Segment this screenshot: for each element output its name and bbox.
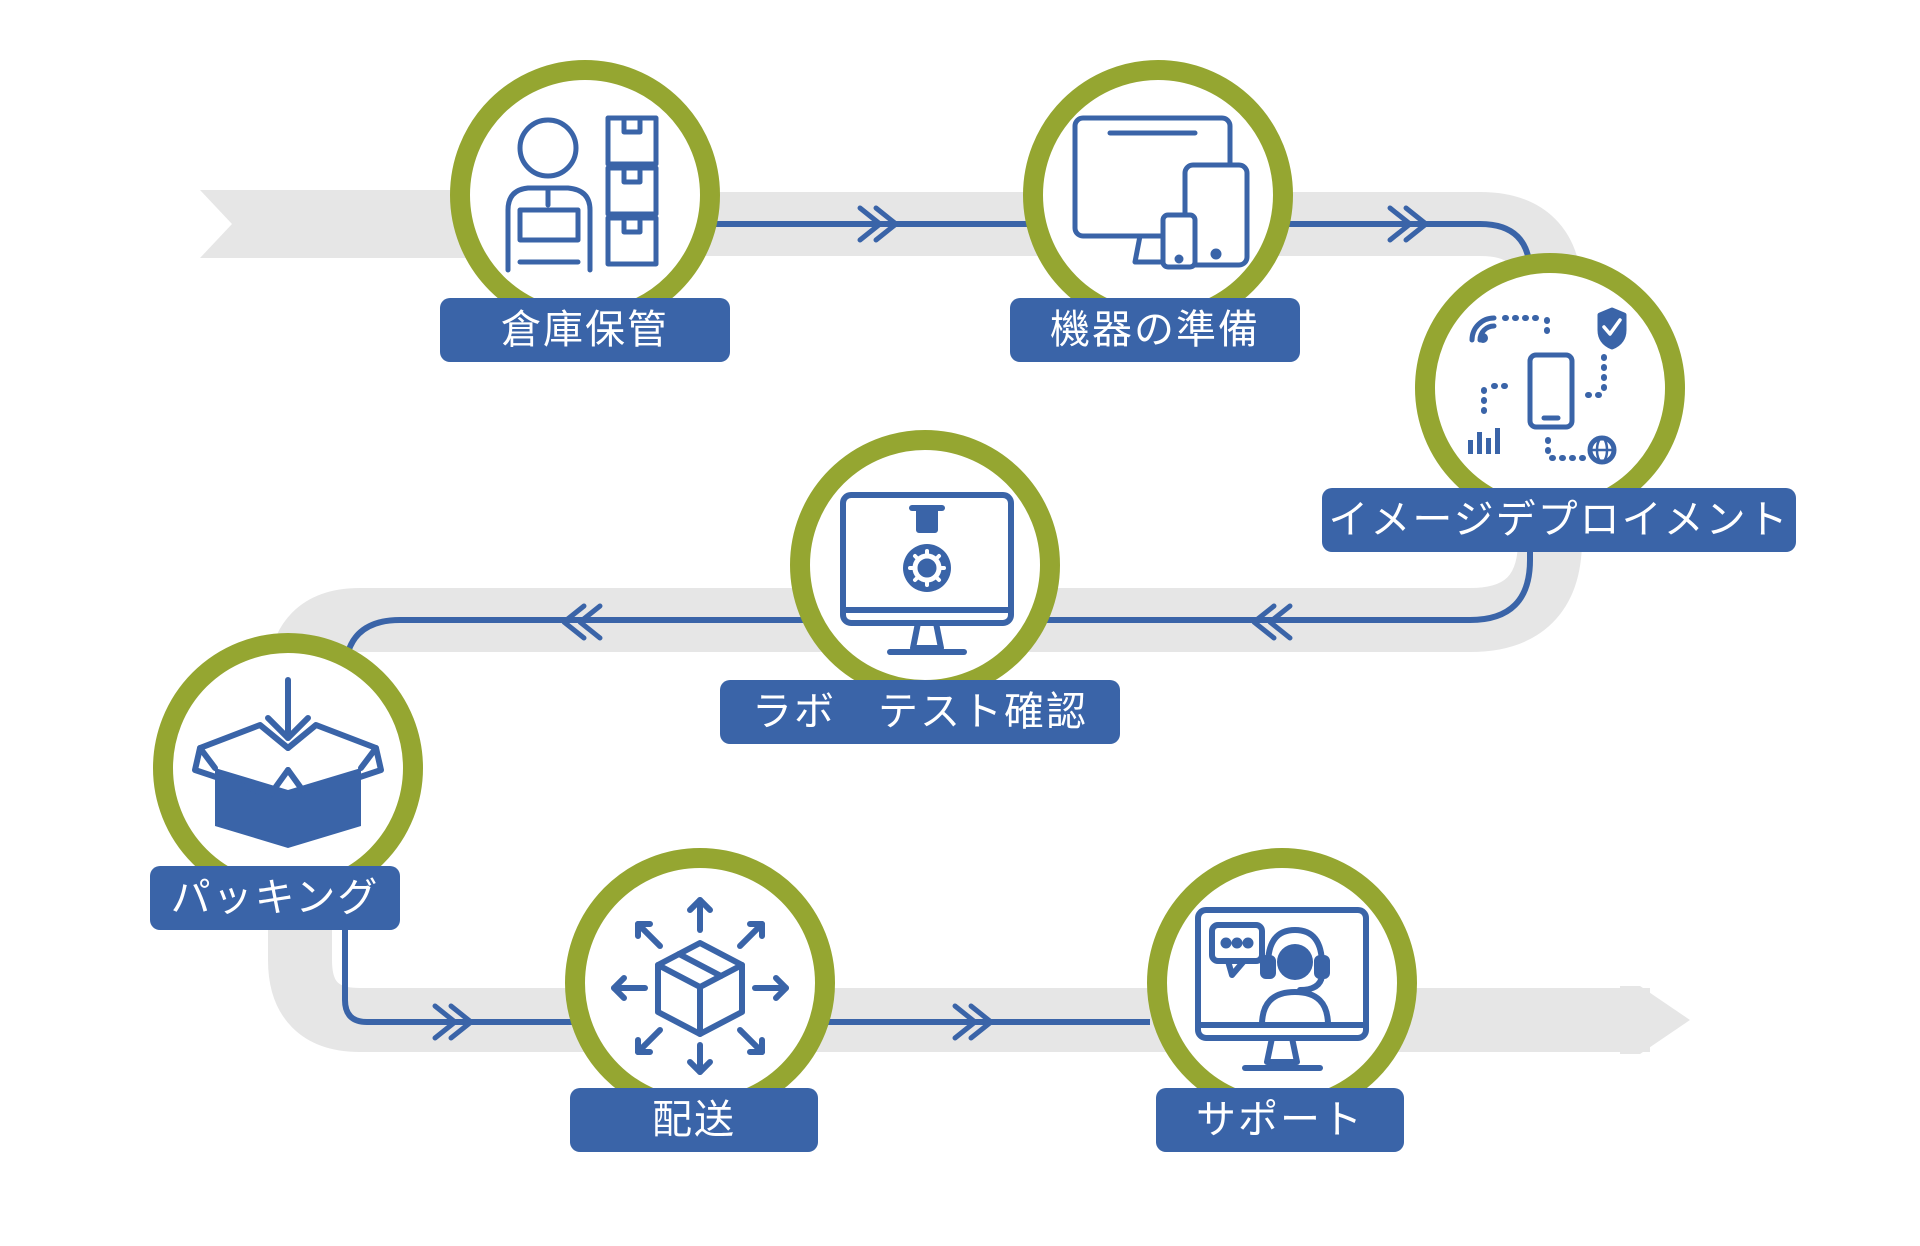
label-warehouse-storage: 倉庫保管 (440, 298, 730, 362)
devices-icon (1072, 115, 1250, 270)
flow-line (342, 221, 1533, 1025)
arrow-left-2 (561, 603, 603, 641)
label-support: サポート (1156, 1088, 1404, 1152)
label-image-deployment: イメージデプロイメント (1322, 488, 1796, 552)
warehouse-worker-icon (505, 115, 659, 273)
label-packing: パッキング (150, 866, 400, 930)
step-ring (1415, 253, 1685, 523)
label-lab-test: ラボ テスト確認 (720, 680, 1120, 744)
step-devices (1023, 60, 1293, 330)
packing-box-icon (192, 677, 384, 848)
label-delivery: 配送 (570, 1088, 818, 1152)
delivery-box-icon (611, 897, 789, 1075)
monitor-lab-test-icon (840, 492, 1014, 655)
step-packing (153, 633, 423, 903)
flow-arrows (435, 208, 1426, 1038)
step-delivery (565, 848, 835, 1118)
device-network-icon (1468, 307, 1627, 465)
step-warehouse (450, 60, 720, 330)
step-image-deployment (1415, 253, 1685, 523)
step-lab-test (790, 430, 1060, 700)
step-support (1147, 848, 1417, 1118)
support-monitor-icon (1195, 907, 1369, 1071)
label-device-preparation: 機器の準備 (1010, 298, 1300, 362)
arrow-left-1 (1251, 603, 1293, 641)
